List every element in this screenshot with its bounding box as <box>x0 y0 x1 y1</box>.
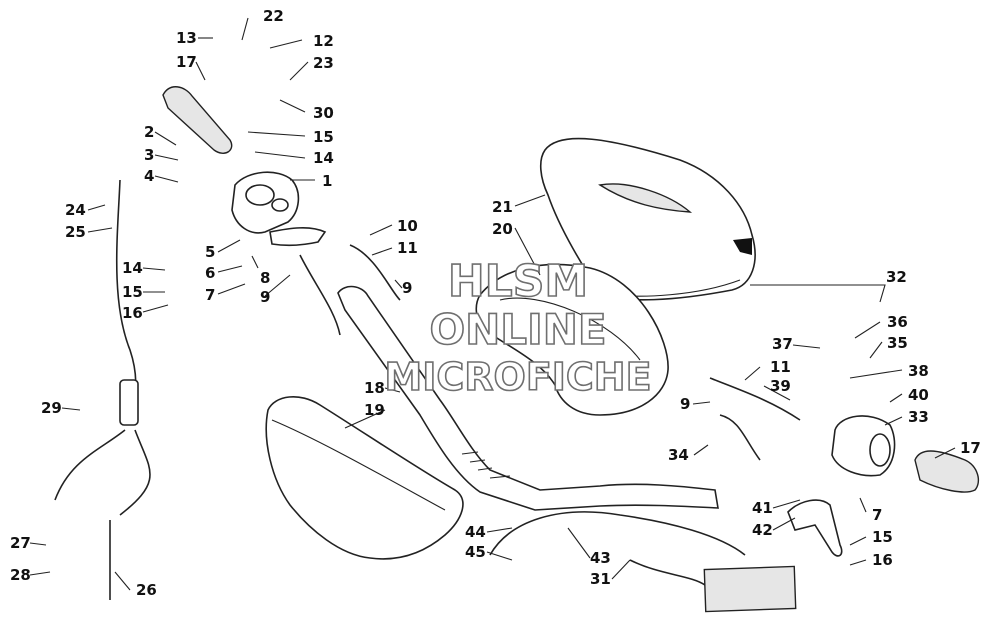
callout-15: 15 <box>313 128 334 146</box>
callout-7: 7 <box>205 286 215 304</box>
callout-44: 44 <box>465 523 486 541</box>
callout-18: 18 <box>364 379 385 397</box>
callout-16: 16 <box>122 304 143 322</box>
callout-4: 4 <box>144 167 154 185</box>
callout-27: 27 <box>10 534 31 552</box>
callout-37: 37 <box>772 335 793 353</box>
callout-11b: 11 <box>770 358 791 376</box>
watermark-line-3: MICROFICHE <box>384 355 651 399</box>
callout-9c: 9 <box>680 395 690 413</box>
callout-6: 6 <box>205 264 215 282</box>
callout-15c: 15 <box>872 528 893 546</box>
callout-35: 35 <box>887 334 908 352</box>
seat-cover-part <box>539 137 756 301</box>
callout-38: 38 <box>908 362 929 380</box>
callout-21: 21 <box>492 198 513 216</box>
wiring-harness-parts <box>299 244 801 461</box>
callout-25: 25 <box>65 223 86 241</box>
callout-17: 17 <box>176 53 197 71</box>
callout-15b: 15 <box>122 283 143 301</box>
callout-34: 34 <box>668 446 689 464</box>
callout-9: 9 <box>260 288 270 306</box>
callout-23: 23 <box>313 54 334 72</box>
callout-40: 40 <box>908 386 929 404</box>
callout-11: 11 <box>397 239 418 257</box>
watermark: HLSM ONLINE MICROFICHE <box>384 255 653 400</box>
callout-5: 5 <box>205 243 215 261</box>
callout-labels: 13 22 12 17 23 30 2 15 3 14 4 1 24 25 10… <box>10 7 981 599</box>
hand-guard-part <box>475 263 669 416</box>
callout-22: 22 <box>263 7 284 25</box>
callout-9b: 9 <box>402 279 412 297</box>
brake-lever-part <box>787 499 843 557</box>
throttle-cable-part <box>489 511 746 556</box>
leader-lines <box>29 17 956 591</box>
callout-43: 43 <box>590 549 611 567</box>
right-switch-housing-part <box>831 415 896 477</box>
callout-17b: 17 <box>960 439 981 457</box>
callout-12: 12 <box>313 32 334 50</box>
callout-2: 2 <box>144 123 154 141</box>
callout-33: 33 <box>908 408 929 426</box>
callout-20: 20 <box>492 220 513 238</box>
callout-36: 36 <box>887 313 908 331</box>
callout-31: 31 <box>590 570 611 588</box>
callout-29: 29 <box>41 399 62 417</box>
callout-14: 14 <box>313 149 334 167</box>
lower-panel-part <box>265 395 464 560</box>
watermark-line-1: HLSM <box>448 256 588 307</box>
callout-26: 26 <box>136 581 157 599</box>
left-cable-assembly-part <box>54 179 151 600</box>
callout-28: 28 <box>10 566 31 584</box>
heater-element-part <box>629 559 797 613</box>
callout-41: 41 <box>752 499 773 517</box>
watermark-line-2: ONLINE <box>429 305 606 354</box>
left-grip-part <box>162 86 233 154</box>
callout-42: 42 <box>752 521 773 539</box>
callout-3: 3 <box>144 146 154 164</box>
throttle-housing-part <box>231 171 327 247</box>
callout-16b: 16 <box>872 551 893 569</box>
callout-13: 13 <box>176 29 197 47</box>
right-grip-part <box>914 450 980 493</box>
callout-30: 30 <box>313 104 334 122</box>
parts-drawing <box>54 86 980 613</box>
callout-24: 24 <box>65 201 86 219</box>
callout-14b: 14 <box>122 259 143 277</box>
handlebar-part <box>337 285 719 511</box>
callout-1: 1 <box>322 172 332 190</box>
callout-32: 32 <box>886 268 907 286</box>
callout-7b: 7 <box>872 506 882 524</box>
callout-45: 45 <box>465 543 486 561</box>
callout-10: 10 <box>397 217 418 235</box>
callout-19: 19 <box>364 401 385 419</box>
callout-8: 8 <box>260 269 270 287</box>
callout-39: 39 <box>770 377 791 395</box>
